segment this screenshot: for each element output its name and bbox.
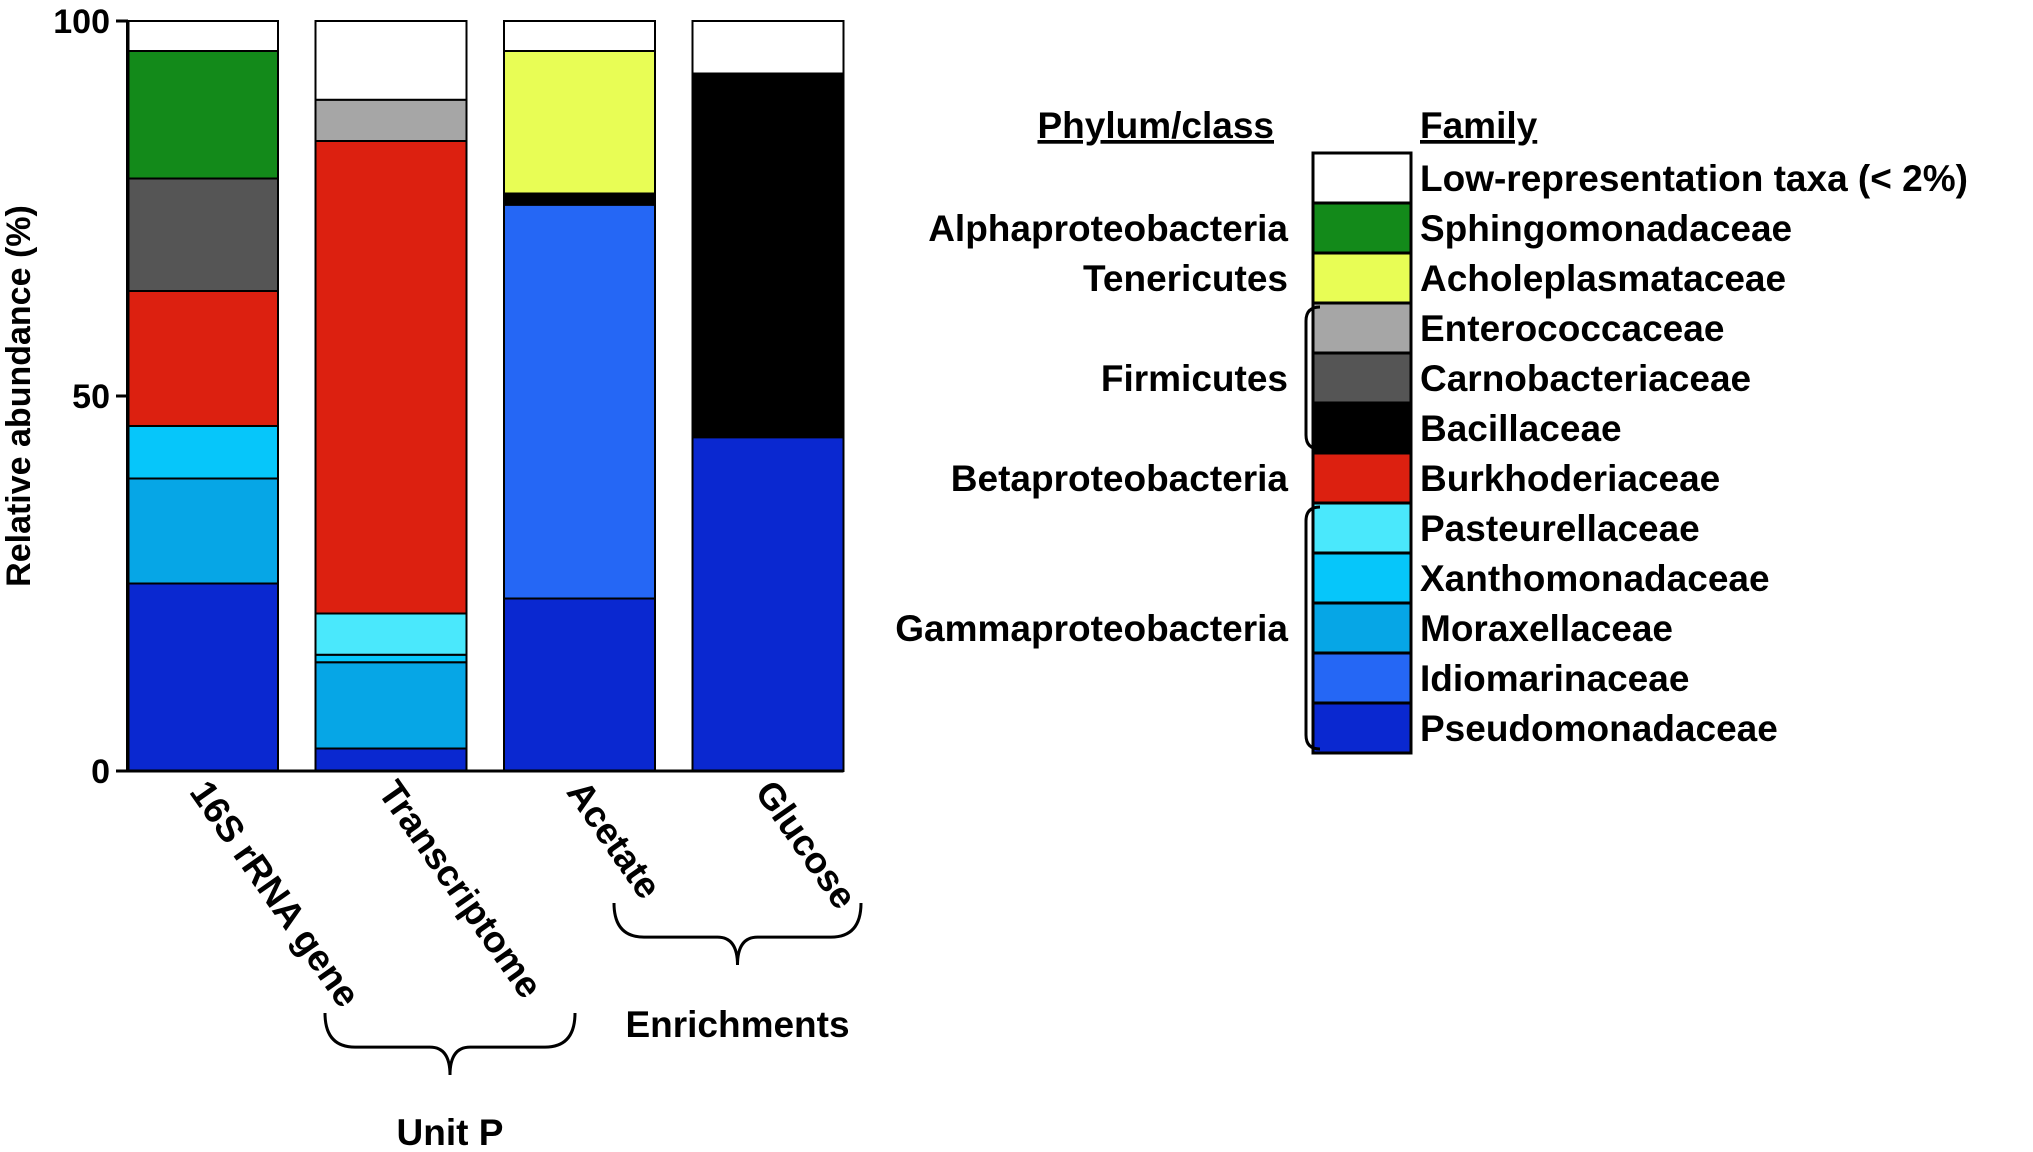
y-tick-label-0: 0 [91, 753, 110, 791]
legend-label-carnobacteriaceae: Carnobacteriaceae [1420, 358, 1751, 399]
legend-swatch-moraxellaceae [1311, 601, 1413, 655]
category-groups: Unit P Enrichments [323, 902, 863, 1152]
group-brace-unit-p [323, 1012, 577, 1076]
y-tick-label-100: 100 [53, 3, 110, 41]
y-axis-label: Relative abundance (%) [0, 205, 38, 587]
bar-acetate-idiomarinaceae [503, 203, 656, 600]
bar-transcriptome-xanthomonadaceae [314, 653, 468, 664]
bar-glucose-low-representation-taxa-2 [691, 20, 845, 75]
bar-16s-rrna-gene-sphingomonadaceae [126, 50, 279, 180]
plot-area [126, 20, 845, 772]
legend-label-low-representation-taxa-2: Low-representation taxa (< 2%) [1420, 158, 1968, 199]
bar-transcriptome-burkhoderiaceae [314, 140, 468, 615]
bar-transcriptome-enterococcaceae [314, 98, 468, 142]
bar-acetate-pseudomonadaceae [503, 597, 656, 772]
bar-16s-rrna-gene-low-representation-taxa-2 [126, 20, 279, 52]
legend-swatch-sphingomonadaceae [1311, 201, 1413, 255]
bar-glucose-bacillaceae [691, 72, 845, 439]
bar-acetate-bacillaceae [503, 192, 656, 206]
legend-swatch-burkhoderiaceae [1311, 451, 1413, 505]
legend-swatch-acholeplasmataceae [1311, 251, 1413, 305]
legend-label-burkhoderiaceae: Burkhoderiaceae [1420, 458, 1720, 499]
legend-phylum-tenericutes: Tenericutes [1083, 258, 1288, 299]
legend-label-pseudomonadaceae: Pseudomonadaceae [1420, 708, 1778, 749]
legend-swatch-idiomarinaceae [1311, 651, 1413, 705]
bar-transcriptome-low-representation-taxa-2 [314, 20, 468, 101]
bar-16s-rrna-gene-xanthomonadaceae [126, 425, 279, 480]
legend-label-pasteurellaceae: Pasteurellaceae [1420, 508, 1700, 549]
legend-phylum-firmicutes: Firmicutes [1101, 358, 1288, 399]
legend-label-moraxellaceae: Moraxellaceae [1420, 608, 1673, 649]
group-brace-enrichments [612, 902, 863, 966]
group-label-enrichments: Enrichments [625, 1004, 849, 1045]
legend-label-sphingomonadaceae: Sphingomonadaceae [1420, 208, 1792, 249]
bar-16s-rrna-gene-pseudomonadaceae [126, 582, 279, 772]
legend-phylum-alphaproteobacteria: Alphaproteobacteria [928, 208, 1288, 249]
legend-bracket-gammaproteobacteria [1304, 505, 1321, 751]
legend-phylum-gammaproteobacteria: Gammaproteobacteria [895, 608, 1288, 649]
bar-acetate-acholeplasmataceae [503, 50, 656, 195]
legend-phylum-betaproteobacteria: Betaproteobacteria [951, 458, 1289, 499]
legend-label-xanthomonadaceae: Xanthomonadaceae [1420, 558, 1770, 599]
legend-phylum-header: Phylum/class [1037, 105, 1274, 146]
x-tick-label-acetate: Acetate [559, 773, 669, 906]
legend-swatch-low-representation-taxa-2 [1311, 151, 1413, 205]
group-label-unit-p: Unit P [397, 1112, 504, 1152]
legend-swatch-pasteurellaceae [1311, 501, 1413, 555]
legend-label-enterococcaceae: Enterococcaceae [1420, 308, 1724, 349]
x-tick-label-transcriptome: Transcriptome [370, 773, 550, 1005]
legend-bracket-firmicutes [1304, 305, 1321, 451]
legend-swatch-xanthomonadaceae [1311, 551, 1413, 605]
bar-16s-rrna-gene-moraxellaceae [126, 477, 279, 585]
legend-label-idiomarinaceae: Idiomarinaceae [1420, 658, 1689, 699]
bar-transcriptome-pseudomonadaceae [314, 747, 468, 772]
legend-swatch-enterococcaceae [1311, 301, 1413, 355]
bar-transcriptome-pasteurellaceae [314, 612, 468, 656]
bar-16s-rrna-gene-carnobacteriaceae [126, 177, 279, 292]
legend-label-acholeplasmataceae: Acholeplasmataceae [1420, 258, 1786, 299]
bar-acetate-low-representation-taxa-2 [503, 20, 656, 52]
legend-swatch-carnobacteriaceae [1311, 351, 1413, 405]
bar-16s-rrna-gene-burkhoderiaceae [126, 290, 279, 427]
x-tick-label-glucose: Glucose [747, 773, 864, 916]
bar-transcriptome-moraxellaceae [314, 661, 468, 750]
legend-label-bacillaceae: Bacillaceae [1420, 408, 1622, 449]
x-tick-label-16s-rrna-gene: 16S rRNA gene [182, 773, 368, 1014]
legend-swatch-bacillaceae [1311, 401, 1413, 455]
y-tick-label-50: 50 [72, 378, 110, 416]
legend-swatch-pseudomonadaceae [1311, 701, 1413, 755]
bar-glucose-pseudomonadaceae [691, 436, 845, 772]
legend-family-header: Family [1420, 105, 1538, 146]
